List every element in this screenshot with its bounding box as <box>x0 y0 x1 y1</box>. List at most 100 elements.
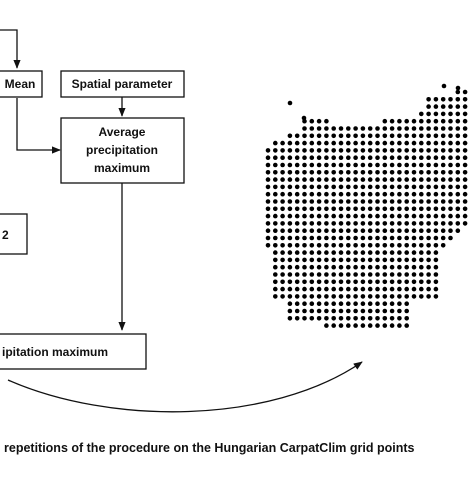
grid-point <box>353 279 358 285</box>
grid-point <box>353 221 358 226</box>
grid-point <box>324 323 329 328</box>
grid-point <box>324 162 329 168</box>
grid-point <box>404 177 410 182</box>
grid-point <box>324 221 329 226</box>
grid-point <box>353 162 358 168</box>
grid-point <box>462 89 468 95</box>
grid-point <box>280 184 285 190</box>
grid-point <box>440 170 446 175</box>
grid-point <box>411 126 417 131</box>
grid-point <box>316 140 322 146</box>
grid-point <box>404 162 410 168</box>
grid-point <box>353 170 358 175</box>
grid-point <box>302 272 307 277</box>
grid-point <box>404 191 410 197</box>
grid-point <box>338 177 344 182</box>
grid-point <box>302 206 307 212</box>
grid-point <box>338 243 344 248</box>
grid-point <box>367 206 373 212</box>
grid-point <box>294 162 300 168</box>
grid-point <box>287 250 293 255</box>
grid-point <box>309 279 315 285</box>
grid-point <box>280 235 285 241</box>
grid-point <box>294 191 300 197</box>
grid-point <box>324 126 329 131</box>
grid-point <box>273 213 278 219</box>
grid-point <box>273 199 278 204</box>
grid-point <box>419 111 424 117</box>
grid-point <box>302 126 307 131</box>
grid-point <box>346 235 351 241</box>
grid-point <box>324 177 329 182</box>
grid-point <box>397 264 402 270</box>
grid-point <box>440 213 446 219</box>
grid-point <box>338 213 344 219</box>
grid-point <box>448 162 453 168</box>
grid-point <box>287 294 293 299</box>
grid-point <box>316 221 322 226</box>
grid-point <box>382 228 388 233</box>
grid-point <box>389 140 395 146</box>
grid-point <box>316 184 322 190</box>
grid-point <box>331 301 337 307</box>
connector-top-to-mean <box>0 29 21 69</box>
grid-point <box>455 85 461 91</box>
grid-point <box>375 243 380 248</box>
grid-point <box>324 264 329 270</box>
grid-point <box>309 228 315 233</box>
grid-point <box>324 243 329 248</box>
grid-point <box>331 228 337 233</box>
grid-point <box>331 323 337 328</box>
grid-point <box>287 170 293 175</box>
grid-point <box>331 184 337 190</box>
grid-point <box>316 170 322 175</box>
grid-point <box>426 250 431 255</box>
grid-point <box>353 301 358 307</box>
grid-point <box>448 235 453 241</box>
grid-point <box>353 206 358 212</box>
grid-point <box>433 286 439 292</box>
grid-point <box>462 199 468 204</box>
grid-point <box>426 286 431 292</box>
grid-point <box>411 286 417 292</box>
grid-point <box>462 184 468 190</box>
grid-point <box>404 286 410 292</box>
grid-point <box>397 279 402 285</box>
grid-point <box>419 221 424 226</box>
grid-point <box>375 308 380 314</box>
grid-point <box>389 294 395 299</box>
grid-point <box>324 294 329 299</box>
grid-point <box>419 148 424 153</box>
grid-point <box>397 133 402 139</box>
grid-point <box>448 206 453 212</box>
grid-point <box>346 308 351 314</box>
grid-point <box>309 221 315 226</box>
grid-point <box>338 126 344 131</box>
grid-point <box>287 235 293 241</box>
grid-point <box>419 228 424 233</box>
grid-point <box>411 250 417 255</box>
grid-point <box>367 213 373 219</box>
grid-point <box>360 162 366 168</box>
grid-point <box>404 118 410 124</box>
grid-point <box>360 184 366 190</box>
grid-point <box>316 286 322 292</box>
grid-point <box>265 155 271 160</box>
grid-point <box>324 213 329 219</box>
grid-point <box>382 118 388 124</box>
grid-point <box>338 279 344 285</box>
grid-point <box>375 177 380 182</box>
grid-point <box>367 148 373 153</box>
grid-point <box>346 148 351 153</box>
grid-point <box>309 316 315 321</box>
grid-point <box>411 206 417 212</box>
grid-point <box>265 206 271 212</box>
grid-point <box>455 221 461 226</box>
grid-point <box>265 191 271 197</box>
grid-point <box>404 250 410 255</box>
grid-point <box>382 279 388 285</box>
grid-point <box>280 177 285 182</box>
grid-point <box>382 206 388 212</box>
grid-point <box>404 148 410 153</box>
grid-point <box>433 177 439 182</box>
